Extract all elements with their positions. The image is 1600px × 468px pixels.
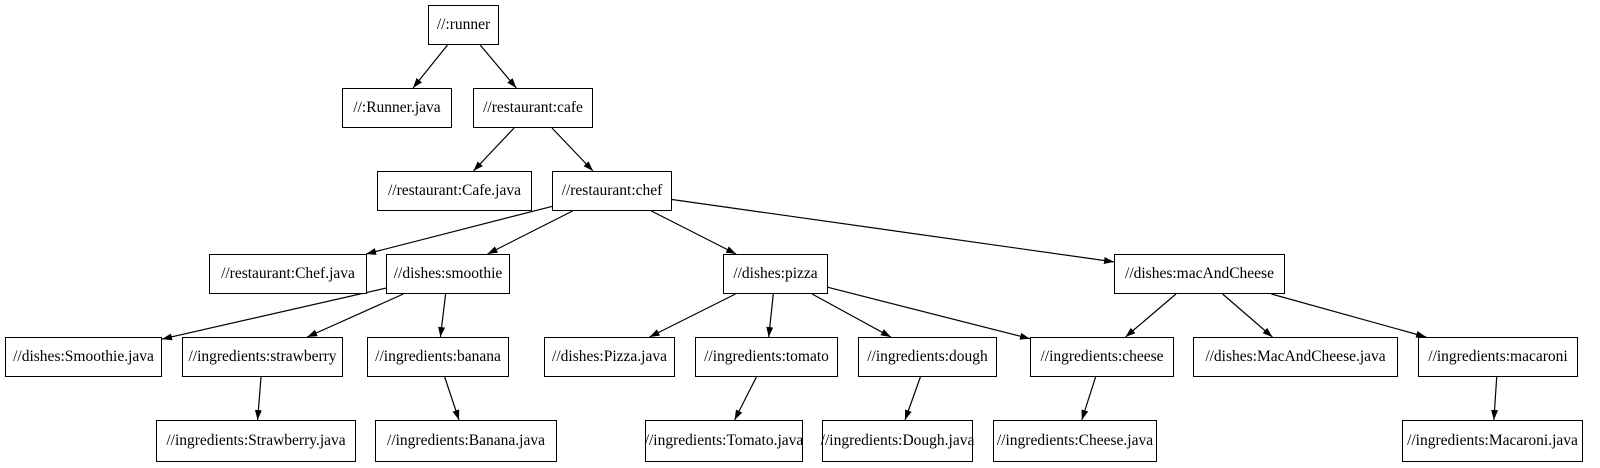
- graph-node-cheese_java: //ingredients:Cheese.java: [993, 420, 1157, 462]
- edge-macaroni-to-macaroni_java: [1491, 376, 1499, 421]
- graph-node-runner_java: //:Runner.java: [342, 88, 452, 128]
- edge-mac-to-macaroni: [1271, 293, 1427, 338]
- graph-node-chef: //restaurant:chef: [552, 171, 672, 211]
- graph-node-chef_java: //restaurant:Chef.java: [209, 254, 367, 294]
- graph-node-cheese: //ingredients:cheese: [1030, 337, 1174, 377]
- edge-dough-to-dough_java: [904, 376, 921, 421]
- edge-smoothie-to-banana: [438, 293, 447, 338]
- edge-cafe-to-chef: [551, 127, 594, 172]
- edge-pizza-to-cheese: [827, 286, 1031, 340]
- graph-node-macaroni: //ingredients:macaroni: [1418, 337, 1578, 377]
- graph-node-banana_java: //ingredients:Banana.java: [375, 420, 557, 462]
- graph-node-mac_java: //dishes:MacAndCheese.java: [1193, 337, 1398, 377]
- graph-node-cafe_java: //restaurant:Cafe.java: [377, 171, 532, 211]
- graph-node-dough: //ingredients:dough: [858, 337, 997, 377]
- edge-banana-to-banana_java: [444, 376, 460, 421]
- edge-chef-to-mac: [671, 198, 1115, 264]
- graph-node-banana: //ingredients:banana: [367, 337, 509, 377]
- edge-smoothie-to-strawberry: [306, 293, 404, 338]
- graph-node-tomato: //ingredients:tomato: [695, 337, 838, 377]
- graph-node-runner: //:runner: [428, 5, 499, 45]
- graph-node-tomato_java: //ingredients:Tomato.java: [645, 420, 803, 462]
- edge-mac-to-mac_java: [1222, 293, 1273, 338]
- graph-node-cafe: //restaurant:cafe: [473, 88, 593, 128]
- edge-strawberry-to-strawberry_java: [254, 376, 262, 421]
- graph-node-pizza: //dishes:pizza: [723, 254, 828, 294]
- graph-node-pizza_java: //dishes:Pizza.java: [544, 337, 675, 377]
- edge-chef-to-pizza: [651, 210, 737, 255]
- edge-pizza-to-dough: [811, 293, 892, 338]
- graph-node-dough_java: //ingredients:Dough.java: [821, 420, 974, 462]
- edge-pizza-to-pizza_java: [649, 293, 736, 338]
- graph-node-smoothie_java: //dishes:Smoothie.java: [5, 337, 162, 377]
- edge-chef-to-chef_java: [365, 205, 553, 255]
- graph-node-smoothie: //dishes:smoothie: [386, 254, 510, 294]
- edge-smoothie-to-smoothie_java: [161, 287, 387, 341]
- edge-chef-to-smoothie: [487, 210, 573, 255]
- graph-node-strawberry: //ingredients:strawberry: [182, 337, 343, 377]
- edge-cheese-to-cheese_java: [1081, 376, 1097, 421]
- graph-node-strawberry_java: //ingredients:Strawberry.java: [156, 420, 356, 462]
- graph-node-mac: //dishes:macAndCheese: [1114, 254, 1285, 294]
- graph-node-macaroni_java: //ingredients:Macaroni.java: [1402, 420, 1583, 462]
- edge-cafe-to-cafe_java: [472, 127, 515, 172]
- edge-runner-to-runner_java: [412, 44, 448, 89]
- edge-pizza-to-tomato: [766, 293, 774, 338]
- edge-mac-to-cheese: [1125, 293, 1177, 338]
- edge-runner-to-cafe: [479, 44, 517, 89]
- edge-tomato-to-tomato_java: [734, 376, 757, 421]
